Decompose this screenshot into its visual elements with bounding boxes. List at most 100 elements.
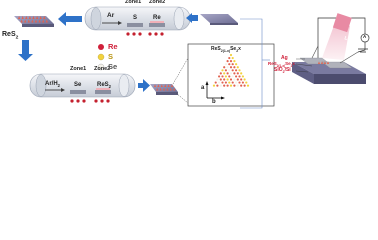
flake-atom <box>224 81 227 84</box>
bottom-tube-furnace <box>29 73 136 98</box>
bottom-heater-dots <box>70 99 110 103</box>
flake-atom <box>226 78 229 81</box>
flake-zoom-box <box>187 43 275 107</box>
flake-atom <box>241 75 244 78</box>
flake-atom <box>236 72 239 75</box>
axis-a-label: a <box>201 85 205 91</box>
layer-ag-label: Ag <box>281 55 288 61</box>
flake-atom <box>231 69 234 72</box>
flake-atom <box>214 81 217 84</box>
flake-atom <box>221 75 224 78</box>
flake-atom <box>226 84 229 87</box>
alloy-flake-triangle <box>212 53 250 87</box>
flake-atom <box>233 84 236 87</box>
flake-atom <box>231 56 234 60</box>
arrow-to-top-tube <box>186 13 198 23</box>
flake-mark <box>18 15 21 19</box>
flake-atom <box>228 75 231 78</box>
flake-mark <box>173 87 176 91</box>
flake-atom <box>231 81 234 84</box>
flake-mark <box>32 15 35 19</box>
legend-s-label: S <box>108 52 114 61</box>
crystal-axes <box>205 81 225 100</box>
flake-mark <box>166 87 169 91</box>
flake-title: ReS2(1-x)Se2x <box>211 46 241 53</box>
light-source <box>332 13 352 33</box>
flake-atom <box>243 78 246 81</box>
legend-se-label: Se <box>108 62 118 71</box>
flake-mark <box>39 15 42 19</box>
flake-atom <box>233 66 236 69</box>
legend-se-marker <box>97 63 105 71</box>
flake-mark <box>157 84 160 87</box>
flake-mark <box>27 19 30 23</box>
flake-atom <box>229 53 233 57</box>
flake-atom <box>223 84 226 87</box>
bottom-zone2-label: Zone2 <box>94 66 111 72</box>
flake-atom <box>236 66 239 69</box>
connector-bracket <box>240 18 263 109</box>
flake-mark <box>43 15 46 19</box>
flake-atom <box>228 69 231 72</box>
s-source-label: S <box>133 15 138 21</box>
flake-mark <box>171 84 173 87</box>
flake-atom <box>240 78 243 81</box>
flake-mark <box>28 15 31 19</box>
top-heater-dots <box>126 32 164 36</box>
flake-atom <box>228 63 231 66</box>
flake-atom <box>219 72 222 75</box>
flake-atom <box>246 84 250 87</box>
flake-atom <box>238 81 241 84</box>
flake-atom <box>236 84 239 87</box>
photodetector-device <box>292 13 370 84</box>
flake-atom <box>223 72 226 75</box>
flake-mark <box>159 87 162 91</box>
flake-atom <box>223 66 226 69</box>
flake-mark <box>31 19 34 23</box>
flake-atom <box>231 63 234 66</box>
flake-mark <box>42 19 45 23</box>
layer-substrate-label: SiO2/Si <box>274 67 291 74</box>
flake-atom <box>229 66 233 69</box>
flake-atom <box>235 63 238 66</box>
flake-atom <box>229 78 233 81</box>
flake-atom <box>212 84 216 87</box>
flake-mark <box>169 87 172 91</box>
bare-substrate <box>200 14 238 23</box>
top-gas-label: Ar <box>107 12 115 19</box>
flake-atom <box>223 78 226 81</box>
flake-atom <box>228 81 231 84</box>
flake-mark <box>24 19 27 23</box>
flake-mark <box>45 19 48 23</box>
flake-atom <box>221 69 224 72</box>
flake-atom <box>238 69 241 72</box>
flake-mark <box>20 19 23 23</box>
legend-re-marker <box>98 44 104 50</box>
ammeter <box>360 33 370 43</box>
bottom-gas-label: Ar/H2 <box>45 81 61 89</box>
flake-atom <box>218 75 221 78</box>
flake-atom <box>231 75 234 78</box>
res2-product-label: ReS2 <box>2 31 19 41</box>
re-source-label: Re <box>153 15 161 21</box>
flake-atom <box>240 72 243 75</box>
flake-mark <box>163 87 165 91</box>
flake-atom <box>226 60 229 63</box>
flake-mark <box>38 19 41 23</box>
flake-atom <box>243 84 246 87</box>
legend-markers <box>97 44 105 71</box>
flake-atom <box>235 69 238 72</box>
flake-atom <box>224 75 227 78</box>
flake-atom <box>245 81 248 84</box>
layer-flake-label: ReS2(1-x)Se2x <box>268 61 295 68</box>
res2-substrate <box>14 15 54 27</box>
flake-atom <box>233 78 236 81</box>
flake-mark <box>324 61 326 64</box>
flake-mark <box>167 84 170 87</box>
se-source-label: Se <box>74 82 82 88</box>
flake-mark <box>21 15 24 19</box>
top-zone1-label: Zone1 <box>125 0 142 5</box>
res2-boat <box>95 90 111 94</box>
alloy-substrate <box>150 84 178 95</box>
legend-s-marker <box>97 53 105 61</box>
